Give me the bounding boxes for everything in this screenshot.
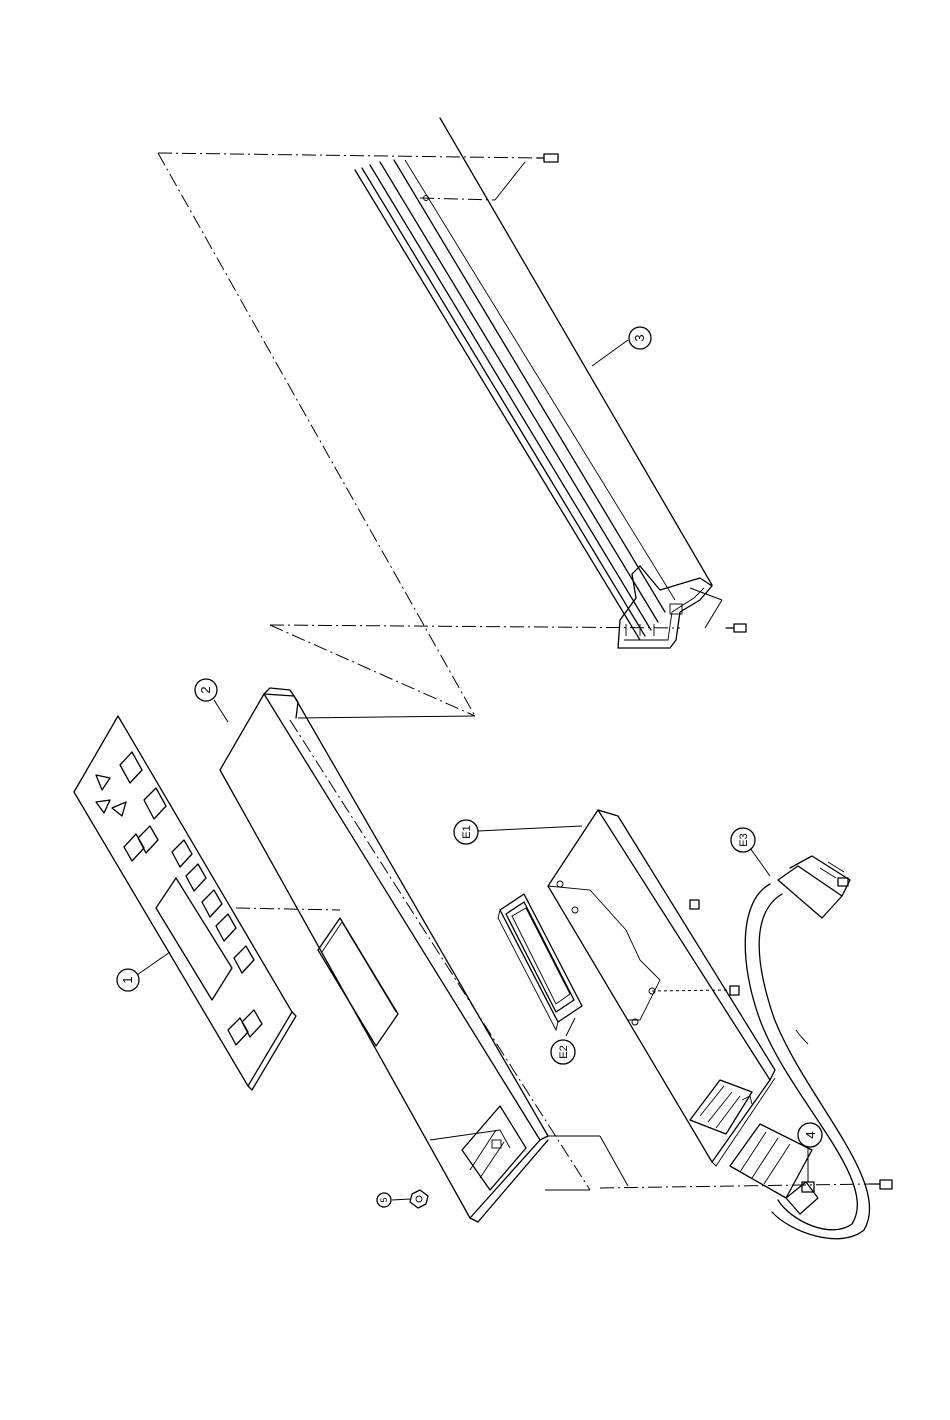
part-3-cover-extrusion [355, 118, 712, 648]
assembly-guide-lines [158, 153, 722, 1190]
e1-main-board [548, 810, 775, 1166]
e3-interface-cable [730, 856, 870, 1239]
callout-2-label: 2 [198, 686, 213, 693]
screw-top [424, 154, 559, 201]
callout-5-label: 5 [379, 1197, 389, 1202]
e2-display-module [498, 894, 582, 1030]
callout-e1: E1 [454, 820, 478, 844]
callout-e2: E2 [551, 1040, 575, 1064]
part-2-front-chassis [220, 688, 548, 1222]
callout-1-label: 1 [120, 976, 135, 983]
callout-3: 3 [629, 327, 651, 349]
callout-4: 4 [798, 1123, 822, 1147]
callout-leaders [137, 340, 808, 1200]
callout-1: 1 [117, 969, 139, 991]
screw-lower-right [726, 624, 746, 632]
part-1-front-panel-overlay [74, 716, 296, 1090]
callout-2: 2 [195, 679, 217, 701]
part-5-nut [410, 1190, 428, 1208]
panel-keys [120, 752, 262, 1045]
callout-e1-label: E1 [461, 825, 473, 838]
screw-cable-clamp [548, 1136, 892, 1189]
callout-e3-label: E3 [738, 833, 750, 846]
callout-5: 5 [377, 1193, 391, 1207]
callout-e3: E3 [731, 828, 755, 852]
callout-e2-label: E2 [558, 1045, 570, 1058]
callout-4-label: 4 [803, 1131, 818, 1138]
callout-3-label: 3 [632, 334, 647, 341]
